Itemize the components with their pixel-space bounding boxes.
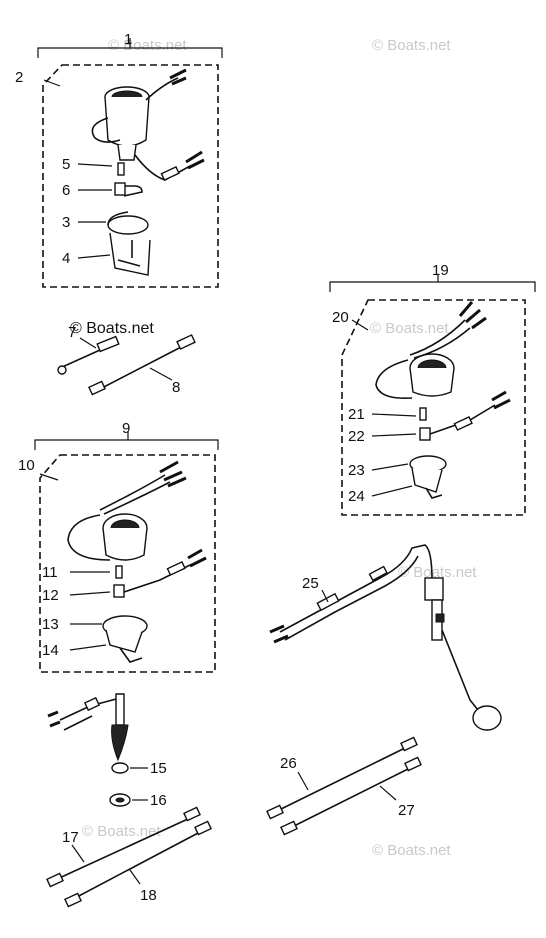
callout-25: 25: [302, 575, 319, 592]
trim-gauge-1: [91, 68, 187, 161]
callout-4: 4: [62, 250, 70, 267]
callout-16: 16: [150, 792, 167, 809]
callout-22: 22: [348, 428, 365, 445]
watermark-dark: © Boats.net: [70, 320, 154, 337]
callout-17: 17: [62, 829, 79, 846]
callout-21: 21: [348, 406, 365, 423]
callout-20: 20: [332, 309, 349, 326]
callout-13: 13: [42, 616, 59, 633]
watermark-top-right: © Boats.net: [372, 37, 451, 54]
watermark-bottom-right: © Boats.net: [372, 842, 451, 859]
watermark-right: © Boats.net: [398, 564, 477, 581]
callout-11: 11: [42, 564, 58, 581]
callout-23: 23: [348, 462, 365, 479]
callout-8: 8: [172, 379, 180, 396]
callout-9: 9: [122, 420, 130, 437]
trim-sender-25: 25: [269, 544, 502, 731]
callout-10: 10: [18, 457, 35, 474]
callout-18: 18: [140, 887, 157, 904]
callout-19: 19: [432, 262, 449, 279]
callout-7: 7: [68, 324, 76, 341]
cables-7-8: 7 8: [57, 324, 196, 396]
callout-2: 2: [15, 69, 23, 86]
watermark-bottom-left: © Boats.net: [82, 823, 161, 840]
cables-26-27: 26 27: [266, 736, 422, 836]
callout-14: 14: [42, 642, 59, 659]
cables-17-18: 17 18: [46, 806, 212, 908]
trim-gauge-9: [67, 460, 187, 561]
callout-5: 5: [62, 156, 70, 173]
trim-gauge-19: [375, 301, 487, 400]
callout-6: 6: [62, 182, 70, 199]
callout-15: 15: [150, 760, 167, 777]
callout-1: 1: [124, 31, 132, 48]
parts-15-16: 15 16: [47, 693, 167, 809]
watermarks: © Boats.net © Boats.net © Boats.net © Bo…: [70, 37, 477, 859]
callout-26: 26: [280, 755, 297, 772]
callout-12: 12: [42, 587, 59, 604]
watermark-top-left: © Boats.net: [108, 37, 187, 54]
watermark-mid-right: © Boats.net: [370, 320, 449, 337]
assembly-1: 2 1 5 6 3 4: [15, 31, 223, 288]
callout-24: 24: [348, 488, 365, 505]
callout-27: 27: [398, 802, 415, 819]
assembly-19: 19 20 21 22 23 24: [329, 262, 536, 516]
callout-3: 3: [62, 214, 70, 231]
assembly-9: 9 10 11 12 13 14: [18, 420, 219, 673]
